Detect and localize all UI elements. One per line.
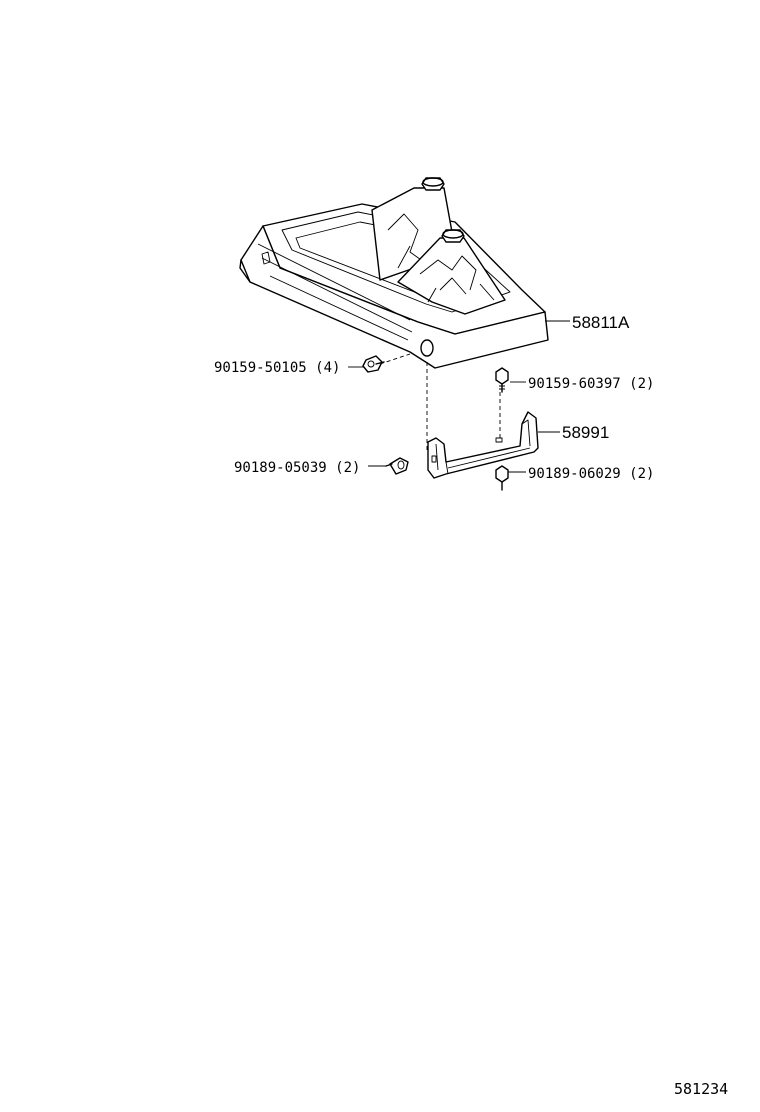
label-90189-06029: 90189-06029 (2)	[528, 466, 654, 482]
label-90189-05039: 90189-05039 (2)	[234, 460, 360, 476]
screw-90159-60397	[495, 367, 509, 393]
shift-boot-panel	[239, 177, 549, 369]
clip-90189-06029	[495, 465, 509, 491]
label-58811A: 58811A	[572, 313, 630, 332]
screw-90159-50105	[362, 355, 385, 373]
alignment-line-screw	[379, 353, 411, 365]
label-90159-60397: 90159-60397 (2)	[528, 376, 654, 392]
label-90159-50105: 90159-50105 (4)	[214, 360, 340, 376]
clip-90189-05039	[385, 457, 409, 475]
label-58991: 58991	[562, 423, 609, 442]
shift-bracket	[427, 411, 539, 479]
diagram-id: 581234	[674, 1080, 728, 1098]
